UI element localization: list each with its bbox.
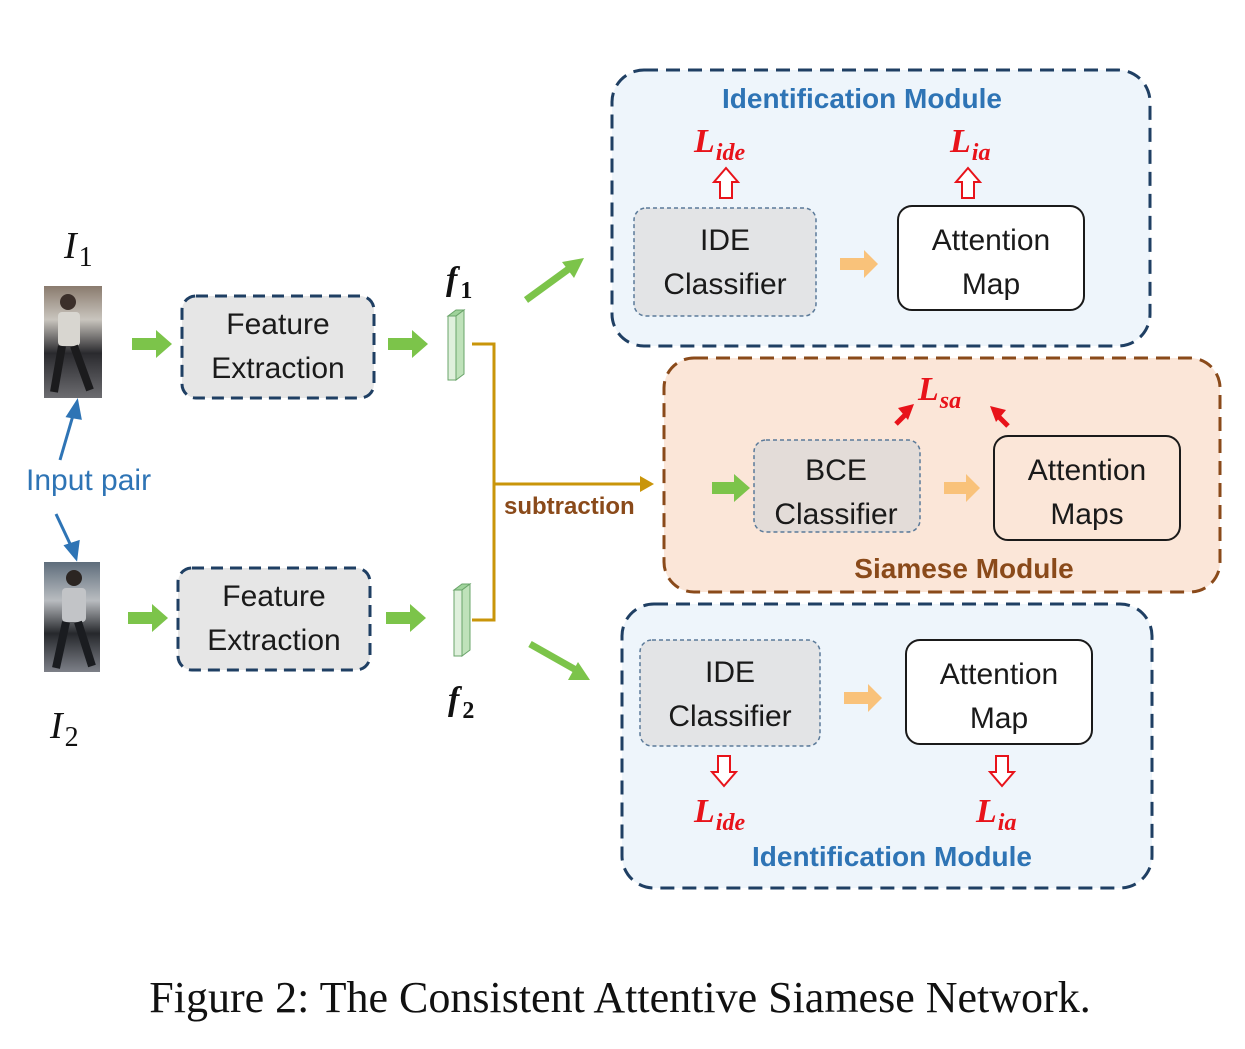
ide-classifier-bottom: IDE Classifier bbox=[639, 639, 821, 747]
loss-arrows-siamese bbox=[894, 404, 1010, 428]
loss-ide-top: Lide bbox=[693, 123, 745, 166]
input-pair-arrows bbox=[54, 398, 82, 562]
feature-extraction-top: Feature Extraction bbox=[180, 294, 376, 400]
svg-text:Identification Module: Identification Module bbox=[722, 83, 1002, 114]
attention-map-bottom: Attention Map bbox=[905, 639, 1093, 745]
bce-classifier: BCE Classifier bbox=[753, 439, 921, 533]
loss-ia-top: Lia bbox=[949, 123, 990, 166]
input-pair-label: Input pair bbox=[26, 464, 151, 497]
identification-module-top: Identification Module IDE Classifier Att… bbox=[610, 68, 1152, 348]
svg-text:Map: Map bbox=[970, 702, 1028, 735]
svg-text:Extraction: Extraction bbox=[207, 624, 340, 657]
subtraction-arrowhead bbox=[640, 476, 654, 492]
orange-arrow-siamese bbox=[944, 474, 980, 502]
siamese-module-title: Siamese Module bbox=[854, 553, 1073, 584]
input-image-1 bbox=[44, 286, 102, 398]
loss-ide-bottom: Lide bbox=[693, 793, 745, 836]
svg-text:Maps: Maps bbox=[1050, 498, 1123, 531]
svg-text:IDE: IDE bbox=[700, 224, 750, 257]
identification-module-bottom: IDE Classifier Attention Map Lide Lia Id… bbox=[620, 602, 1154, 890]
green-arrow-siamese bbox=[712, 474, 750, 502]
svg-text:Classifier: Classifier bbox=[668, 700, 791, 733]
loss-arrow-ide-top bbox=[711, 166, 741, 199]
attention-maps-siamese: Attention Maps bbox=[993, 435, 1181, 541]
loss-ia-bottom: Lia bbox=[975, 793, 1016, 836]
attention-map-top: Attention Map bbox=[897, 205, 1085, 311]
svg-text:Classifier: Classifier bbox=[663, 268, 786, 301]
ide-classifier-top: IDE Classifier bbox=[633, 207, 817, 317]
svg-text:Extraction: Extraction bbox=[211, 352, 344, 385]
loss-arrow-ide-bottom bbox=[709, 755, 739, 788]
svg-text:Attention: Attention bbox=[932, 224, 1050, 257]
svg-text:Feature: Feature bbox=[222, 580, 325, 613]
feature-vector-f1 bbox=[446, 309, 466, 381]
loss-arrow-ia-bottom bbox=[987, 755, 1017, 788]
feature-extraction-bottom: Feature Extraction bbox=[176, 566, 372, 672]
feature-vector-f2 bbox=[452, 583, 472, 657]
figure-caption: Figure 2: The Consistent Attentive Siame… bbox=[149, 973, 1090, 1022]
orange-arrow-bottom bbox=[844, 684, 882, 712]
green-arrows-row-1 bbox=[132, 330, 428, 358]
svg-text:Attention: Attention bbox=[940, 658, 1058, 691]
svg-text:IDE: IDE bbox=[705, 656, 755, 689]
siamese-module: BCE Classifier Attention Maps Lsa Siames… bbox=[662, 356, 1222, 594]
identification-module-bottom-title: Identification Module bbox=[752, 841, 1032, 872]
loss-sa: Lsa bbox=[917, 371, 961, 414]
image-1-label: I1 bbox=[63, 225, 93, 273]
arrow-to-top-module bbox=[523, 258, 584, 303]
svg-text:BCE: BCE bbox=[805, 454, 867, 487]
svg-text:Attention: Attention bbox=[1028, 454, 1146, 487]
subtraction-connector bbox=[472, 342, 642, 622]
svg-text:Map: Map bbox=[962, 268, 1020, 301]
arrow-to-bottom-module bbox=[528, 640, 590, 680]
green-arrows-row-2 bbox=[128, 604, 426, 632]
loss-arrow-ia-top bbox=[953, 166, 983, 199]
orange-arrow-top bbox=[840, 250, 878, 278]
image-2-label: I2 bbox=[49, 705, 79, 753]
subtraction-label: subtraction bbox=[504, 493, 635, 520]
svg-text:Classifier: Classifier bbox=[774, 498, 897, 531]
input-image-2 bbox=[44, 562, 100, 672]
svg-text:Feature: Feature bbox=[226, 308, 329, 341]
